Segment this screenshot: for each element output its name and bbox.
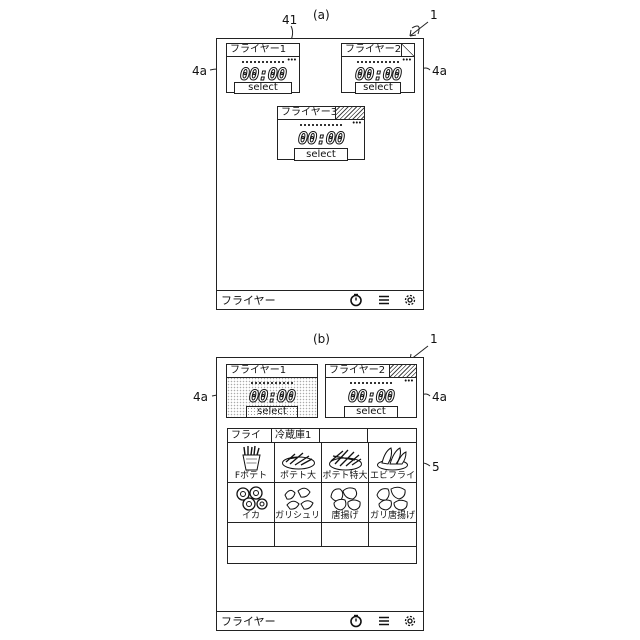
timer-display: 00:00 bbox=[278, 130, 364, 148]
figure-b-label: (b) bbox=[313, 332, 330, 346]
gear-icon[interactable] bbox=[403, 614, 417, 628]
device-screen-b: フライヤー1 00:00 select フライヤー2 ••• 00:00 sel… bbox=[216, 357, 424, 631]
bottom-bar: フライヤー bbox=[217, 290, 423, 309]
tab-fridge-1[interactable]: 冷蔵庫1 bbox=[272, 429, 320, 442]
status-corner-icon bbox=[401, 44, 414, 56]
figure-a-label: (a) bbox=[313, 8, 330, 22]
status-hatch-icon bbox=[389, 365, 416, 377]
leader-1a bbox=[412, 26, 419, 34]
tab-fry[interactable]: フライ bbox=[228, 429, 272, 442]
ref-device-a: 1 bbox=[430, 8, 438, 22]
tab-empty-2[interactable] bbox=[368, 429, 416, 442]
menu-tile-garlic-karaage[interactable]: ガリ唐揚げ bbox=[369, 483, 416, 523]
menu-tile-garlic-shrimp[interactable]: ガリシュリンプ bbox=[275, 483, 322, 523]
fryer-panel-2[interactable]: フライヤー2 ••• 00:00 select bbox=[341, 43, 415, 93]
fryer-name: フライヤー1 bbox=[230, 364, 286, 377]
panel-header: フライヤー2 bbox=[326, 365, 416, 378]
menu-tile-ika[interactable]: イカ bbox=[228, 483, 275, 523]
fried-shrimp-icon bbox=[375, 445, 410, 471]
fryer-panel-3[interactable]: フライヤー3 ••• 00:00 select bbox=[277, 106, 365, 160]
more-dots-icon[interactable]: ••• bbox=[402, 57, 411, 63]
list-icon[interactable] bbox=[377, 614, 391, 628]
menu-tile-label: ポテト特大 bbox=[322, 470, 368, 482]
fryer-name: フライヤー3 bbox=[281, 106, 337, 119]
menu-tile-label: イカ bbox=[228, 510, 274, 522]
fries-plate-icon bbox=[328, 445, 363, 471]
menu-empty-slot[interactable] bbox=[322, 523, 369, 547]
fries-plate-icon bbox=[281, 445, 316, 471]
fryer-panel-2[interactable]: フライヤー2 ••• 00:00 select bbox=[325, 364, 417, 418]
menu-empty-slot[interactable] bbox=[369, 523, 416, 547]
menu-tile-label: ガリ唐揚げ bbox=[369, 510, 416, 522]
status-line bbox=[251, 382, 293, 386]
select-button[interactable]: select bbox=[246, 406, 298, 418]
menu-tile-karaage[interactable]: 唐揚げ bbox=[322, 483, 369, 523]
more-dots-icon[interactable]: ••• bbox=[352, 120, 361, 126]
timer-display: 00:00 bbox=[326, 388, 416, 406]
arrow-1a bbox=[410, 22, 428, 36]
ref-41: 41 bbox=[282, 13, 297, 27]
fryer-name: フライヤー1 bbox=[230, 43, 286, 56]
menu-tile-label: ガリシュリンプ bbox=[275, 510, 321, 522]
product-menu: フライ 冷蔵庫1 Fポテト ポテト大 ポテ bbox=[227, 428, 417, 564]
fryer-panel-1[interactable]: フライヤー1 00:00 select bbox=[226, 364, 318, 418]
menu-tile-fpotato[interactable]: Fポテト bbox=[228, 443, 275, 483]
tab-empty-1[interactable] bbox=[320, 429, 368, 442]
menu-tile-label: ポテト大 bbox=[275, 470, 321, 482]
status-hatch-icon bbox=[335, 107, 364, 119]
menu-tile-potato-large[interactable]: ポテト大 bbox=[275, 443, 322, 483]
karaage-icon bbox=[328, 485, 363, 511]
ref-4a-left-b: 4a bbox=[193, 390, 208, 404]
menu-tile-potato-xl[interactable]: ポテト特大 bbox=[322, 443, 369, 483]
list-icon[interactable] bbox=[377, 293, 391, 307]
menu-empty-slot[interactable] bbox=[275, 523, 322, 547]
select-button[interactable]: select bbox=[294, 148, 348, 161]
bottom-bar-title: フライヤー bbox=[221, 613, 276, 629]
select-button[interactable]: select bbox=[344, 406, 398, 418]
menu-tile-ebi-fry[interactable]: エビフライ bbox=[369, 443, 416, 483]
arrowhead-1a bbox=[410, 30, 416, 36]
shrimp-icon bbox=[281, 485, 316, 511]
timer-icon[interactable] bbox=[349, 614, 363, 628]
menu-tabs: フライ 冷蔵庫1 bbox=[228, 429, 416, 443]
fryer-name: フライヤー2 bbox=[345, 43, 401, 56]
ref-4a-right-a: 4a bbox=[432, 64, 447, 78]
bottom-bar: フライヤー bbox=[217, 611, 423, 630]
gear-icon[interactable] bbox=[403, 293, 417, 307]
ref-4a-left-a: 4a bbox=[192, 64, 207, 78]
menu-empty-row[interactable] bbox=[228, 547, 416, 562]
status-line bbox=[350, 382, 392, 386]
bottom-bar-title: フライヤー bbox=[221, 292, 276, 308]
fryer-name: フライヤー2 bbox=[329, 364, 385, 377]
select-button[interactable]: select bbox=[234, 82, 292, 94]
menu-tile-label: 唐揚げ bbox=[322, 510, 368, 522]
menu-tile-label: エビフライ bbox=[369, 470, 416, 482]
ref-device-b: 1 bbox=[430, 332, 438, 346]
ref-5: 5 bbox=[432, 460, 440, 474]
fryer-panel-1[interactable]: フライヤー1 ••• 00:00 select bbox=[226, 43, 300, 93]
menu-tile-label: Fポテト bbox=[228, 470, 274, 482]
fries-cup-icon bbox=[234, 445, 269, 471]
panel-header: フライヤー1 bbox=[227, 365, 317, 378]
status-line bbox=[300, 124, 342, 128]
ref-4a-right-b: 4a bbox=[432, 390, 447, 404]
timer-icon[interactable] bbox=[349, 293, 363, 307]
more-dots-icon[interactable]: ••• bbox=[287, 57, 296, 63]
select-button[interactable]: select bbox=[355, 82, 401, 94]
more-dots-icon[interactable]: ••• bbox=[404, 378, 413, 384]
menu-empty-slot[interactable] bbox=[228, 523, 275, 547]
karaage-icon bbox=[375, 485, 410, 511]
device-screen-a: フライヤー1 ••• 00:00 select フライヤー2 ••• 00:00… bbox=[216, 38, 424, 310]
timer-display: 00:00 bbox=[227, 388, 317, 406]
squid-rings-icon bbox=[234, 485, 269, 511]
